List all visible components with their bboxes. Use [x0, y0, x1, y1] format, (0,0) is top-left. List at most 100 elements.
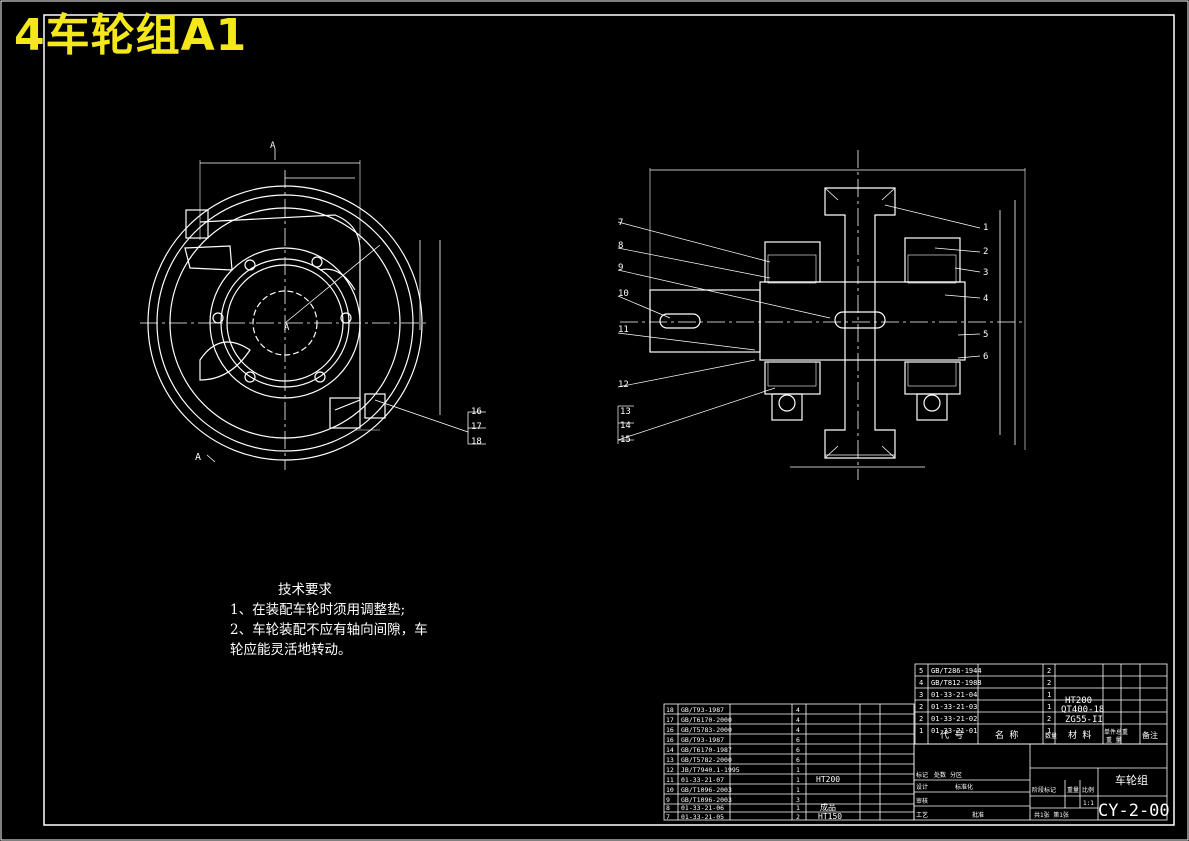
bom-lower-qty-1: 4 — [796, 716, 800, 724]
requirement-line-3: 轮应能灵活地转动。 — [230, 642, 352, 658]
bom-header-weight: 单件总重 — [1104, 728, 1128, 736]
bom-upper-no-0: 5 — [919, 667, 923, 675]
title-block-check: 审核 — [916, 797, 928, 805]
bom-lower-no-4: 14 — [666, 746, 674, 754]
bom-lower-mat-10: 成品 — [820, 802, 836, 812]
balloon-14: 14 — [620, 421, 631, 431]
bom-lower-no-2: 16 — [666, 726, 674, 734]
bom-lower-qty-10: 1 — [796, 804, 800, 812]
bom-upper-code-0: GB/T286-1944 — [931, 667, 982, 675]
bom-header-weight2: 重 量 — [1106, 736, 1122, 744]
bom-upper-no-1: 4 — [919, 679, 923, 687]
bom-lower-code-11: 01-33-21-05 — [681, 813, 724, 821]
title-block: 车轮组 CY-2-00 1:1 阶段标记 重量 比例 共1张 第1张 标记 处数… — [916, 771, 1170, 821]
title-block-count: 处数 — [934, 771, 946, 779]
balloon-8: 8 — [618, 241, 623, 251]
section-label-a-top: A — [270, 141, 276, 151]
title-block-ratio: 比例 — [1082, 786, 1094, 794]
title-block-design: 设计 — [916, 783, 928, 791]
bom-lower-code-9: GB/T1096-2003 — [681, 796, 732, 804]
balloon-1: 1 — [983, 223, 988, 233]
balloon-4: 4 — [983, 294, 988, 304]
requirements-heading: 技术要求 — [278, 582, 332, 598]
balloon-16: 16 — [471, 407, 482, 417]
bom-lower-code-8: GB/T1096-2003 — [681, 786, 732, 794]
bom-lower-qty-6: 1 — [796, 766, 800, 774]
bom-lower-qty-9: 3 — [796, 796, 800, 804]
balloon-7: 7 — [618, 218, 623, 228]
bom-upper-qty-5: 1 — [1047, 727, 1051, 735]
bom-lower-no-7: 11 — [666, 776, 674, 784]
bom-lower-no-11: 7 — [666, 813, 670, 821]
balloon-12: 12 — [618, 380, 629, 390]
title-block-weight: 重量 — [1067, 786, 1079, 794]
bom-lower-qty-2: 4 — [796, 726, 800, 734]
drawing-title: 4车轮组A1 — [14, 10, 248, 61]
bom-lower-no-8: 10 — [666, 786, 674, 794]
bom-lower-code-5: GB/T5782-2000 — [681, 756, 732, 764]
bom-upper-qty-1: 2 — [1047, 679, 1051, 687]
title-block-zone: 分区 — [950, 771, 962, 779]
bom-header-code: 代 号 — [940, 730, 963, 741]
inner-frame — [43, 14, 1175, 826]
balloon-13: 13 — [620, 407, 631, 417]
bom-lower-no-5: 13 — [666, 756, 674, 764]
balloon-3: 3 — [983, 268, 988, 278]
section-label-a-bottom: A — [195, 452, 201, 463]
bom-upper-qty-2: 1 — [1047, 691, 1051, 699]
bom-lower-qty-5: 6 — [796, 756, 800, 764]
technical-requirements: 技术要求 1、在装配车轮时须用调整垫; 2、车轮装配不应有轴向间隙，车 轮应能灵… — [230, 580, 428, 660]
section-label-a-center: A — [284, 323, 290, 333]
bom-lower-no-0: 18 — [666, 706, 674, 714]
title-block-std: 标准化 — [955, 783, 973, 791]
requirement-line-1: 1、在装配车轮时须用调整垫; — [230, 602, 406, 618]
title-block-drawing-no: CY-2-00 — [1098, 801, 1170, 821]
bom-upper-code-1: GB/T812-1988 — [931, 679, 982, 687]
bom-header-mat: 材 料 — [1068, 729, 1091, 741]
title-block-stage: 阶段标记 — [1032, 786, 1056, 794]
bom-upper-code-4: 01-33-21-02 — [931, 715, 977, 723]
bom-lower-code-0: GB/T93-1987 — [681, 706, 724, 714]
balloon-6: 6 — [983, 352, 988, 362]
balloon-18: 18 — [471, 437, 482, 447]
bom-lower-qty-8: 1 — [796, 786, 800, 794]
bom-upper-mat-3: HT200 — [1065, 696, 1092, 706]
bom-lower-code-6: JB/T7940.1-1995 — [681, 766, 740, 774]
balloon-17: 17 — [471, 422, 482, 432]
title-block-name: 车轮组 — [1115, 773, 1148, 787]
bom-upper-code-3: 01-33-21-03 — [931, 703, 977, 711]
bom-upper-qty-3: 1 — [1047, 703, 1051, 711]
bom-lower-code-1: GB/T6170-2000 — [681, 716, 732, 724]
left-view — [140, 148, 486, 470]
bom-upper-mat-4: QT400-18 — [1061, 705, 1104, 715]
section-view — [617, 150, 1026, 480]
bom-lower-qty-3: 6 — [796, 736, 800, 744]
balloon-10: 10 — [618, 289, 629, 299]
bom-lower-qty-4: 6 — [796, 746, 800, 754]
section-balloons: 7 8 9 10 11 12 13 14 15 1 2 3 4 5 6 — [618, 218, 988, 445]
title-block-approve: 批准 — [972, 811, 984, 819]
title-block-sheets: 共1张 第1张 — [1034, 811, 1069, 819]
requirement-line-2: 2、车轮装配不应有轴向间隙，车 — [230, 622, 428, 638]
bom-lower-code-7: 01-33-21-07 — [681, 776, 724, 784]
bom-lower-mat-11: HT150 — [818, 812, 842, 821]
bom-upper-qty-0: 2 — [1047, 667, 1051, 675]
balloon-2: 2 — [983, 247, 988, 257]
bom-lower-code-10: 01-33-21-06 — [681, 804, 724, 812]
bom-lower-no-1: 17 — [666, 716, 674, 724]
bom-lower-no-9: 9 — [666, 796, 670, 804]
bom-lower-code-2: GB/T5783-2000 — [681, 726, 732, 734]
bom-lower-no-10: 8 — [666, 804, 670, 812]
bom-lower-qty-11: 2 — [796, 813, 800, 821]
bom-lower — [663, 703, 1168, 821]
bom-lower-code-3: GB/T93-1987 — [681, 736, 724, 744]
balloon-9: 9 — [618, 263, 623, 273]
bom-lower-code-4: GB/T6170-1987 — [681, 746, 732, 754]
bom-upper-text: 5 GB/T286-1944 2 4 GB/T812-1988 2 3 01-3… — [919, 667, 1158, 744]
bom-upper-no-4: 2 — [919, 715, 923, 723]
bom-header-qty: 数量 — [1045, 732, 1057, 740]
title-block-mark: 标记 — [916, 771, 928, 779]
bom-upper-no-2: 3 — [919, 691, 923, 699]
